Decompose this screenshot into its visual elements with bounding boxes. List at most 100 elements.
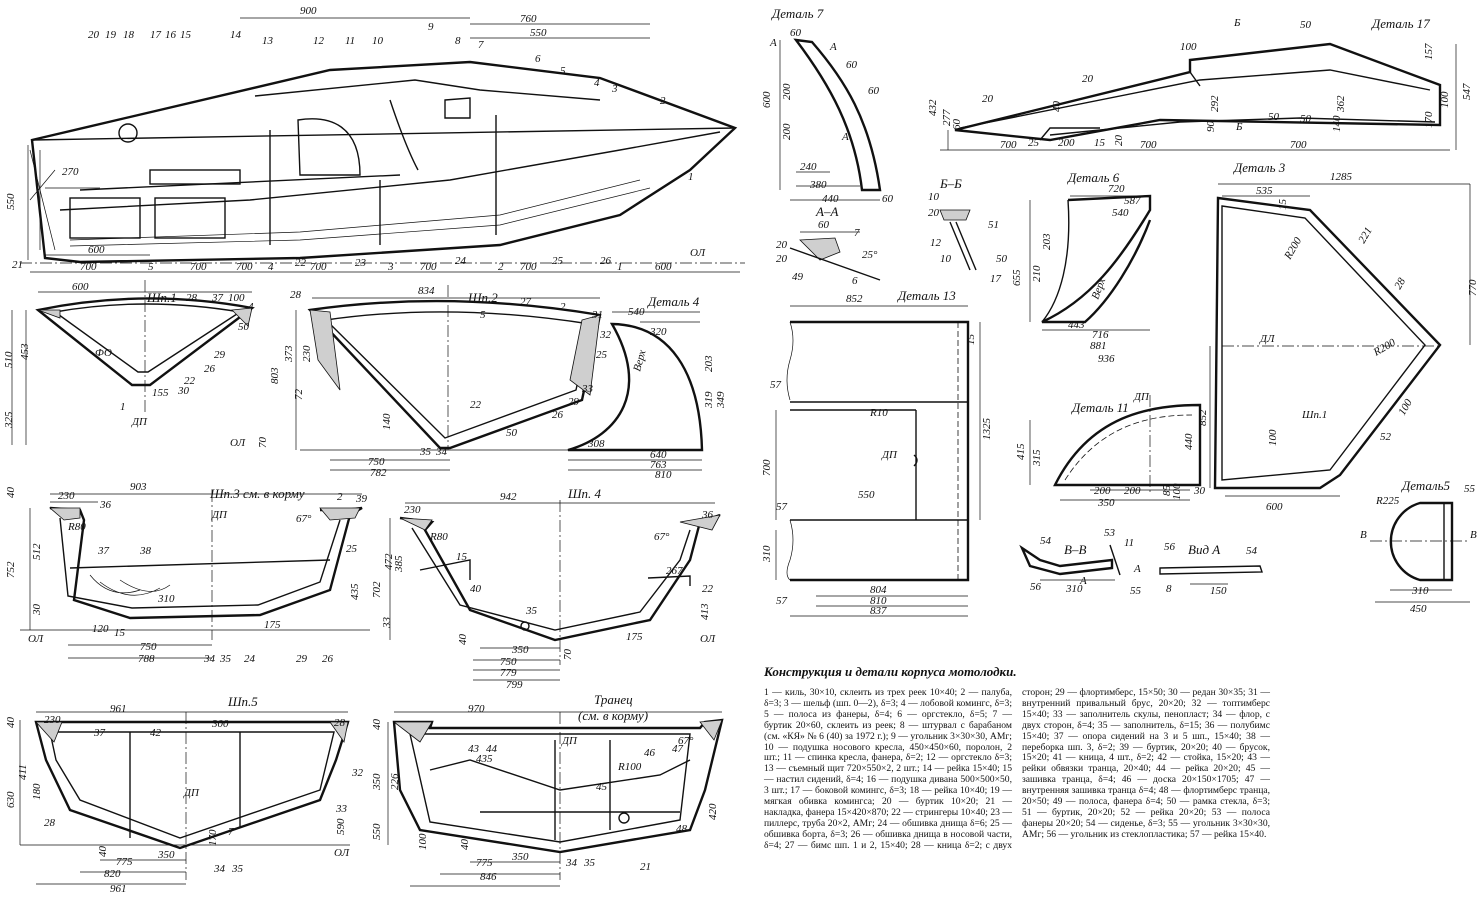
detail3-dim: 221	[1356, 225, 1375, 245]
frame-2-outline	[307, 299, 602, 450]
detail4-dim: 319	[703, 391, 715, 409]
chine-line	[59, 131, 721, 211]
frame1-callout: 4	[248, 301, 254, 313]
section-aa-title: А–А	[815, 204, 838, 219]
section-vv-dim: 150	[1210, 585, 1227, 597]
side-callout: 11	[345, 35, 355, 47]
transom-dim: 550	[371, 823, 383, 840]
transom-callout: 44	[486, 743, 498, 755]
detail6-title: Деталь 6	[1066, 170, 1120, 185]
detail11-dim: 85	[1161, 485, 1173, 497]
detail13-dim: 57	[776, 595, 788, 607]
detail17-dim: 15	[1094, 137, 1106, 149]
frame3-dim: 435	[349, 583, 361, 600]
view-a-profile	[1159, 565, 1263, 575]
side-callout: 8	[455, 35, 461, 47]
section-bb-callout: 10	[940, 253, 952, 265]
frame5-dim: 820	[104, 868, 121, 880]
sheer-line	[31, 127, 736, 141]
transom-callout: 34	[565, 857, 578, 869]
frame4-dim: 799	[506, 679, 523, 691]
side-callout: 24	[455, 255, 467, 267]
frame2-mark: 70	[257, 437, 269, 449]
side-callout: 19	[105, 29, 117, 41]
frame5-dim: 230	[44, 714, 61, 726]
section-bb-callout: 17	[990, 273, 1002, 285]
detail17-mark: Б	[1235, 121, 1243, 133]
frame2-callout: 29	[568, 396, 580, 408]
transom-dim: 40	[459, 839, 471, 851]
frame3-callout: 29	[296, 653, 308, 665]
frame5-dim: 180	[31, 783, 43, 800]
detail17-dim: 90	[1205, 121, 1217, 133]
legend-item: 7 — буртик 20×60, склеить из реек;	[764, 708, 1012, 731]
detail5-dim: 310	[1411, 585, 1429, 597]
frame3-dim: 310	[157, 593, 175, 605]
section-bb-callout: 12	[930, 237, 942, 249]
detail17-dim: 25	[1028, 137, 1040, 149]
frame5-callout: 32	[351, 767, 364, 779]
side-callout: 3	[611, 83, 618, 95]
frame3-dim: 750	[140, 641, 157, 653]
detail7-dim: 200	[781, 83, 793, 100]
frame2-mark: ОЛ	[230, 437, 246, 449]
detail-17-view: Деталь 17 100 50 432 277 20 40 292 362 5…	[927, 16, 1473, 151]
section-aa-callout: 6	[852, 275, 858, 287]
frame-1-view: 600 510 453 325 ФО Шп.1 28 37 100 4 50 2…	[3, 280, 255, 445]
side-dim: 270	[62, 166, 79, 178]
side-callout: 5	[560, 65, 566, 77]
frame2-title: Шп.2	[467, 290, 498, 305]
detail7-mark: А	[841, 131, 849, 143]
section-aa-dim: 60	[818, 219, 830, 231]
frame3-dim: 40	[5, 487, 17, 499]
side-dim: 700	[520, 261, 537, 273]
transom-callout: 47	[672, 743, 684, 755]
detail17-dim: 157	[1423, 43, 1435, 60]
legend-item: 5 — полоса из фанеры, δ=4;	[764, 708, 898, 720]
section-vv-profile	[1019, 544, 1114, 576]
windshield-line	[254, 79, 601, 101]
side-callout: 7	[478, 39, 484, 51]
detail5-dim: 450	[1410, 603, 1427, 615]
legend-item: 54 — сиденье, δ=3;	[1085, 817, 1169, 829]
frame2-dim: 140	[381, 413, 393, 430]
legend-item: 44 — рейка 20×20;	[1155, 763, 1246, 775]
frame3-dim: 512	[31, 543, 43, 560]
legend-item: 50 — рамка стекла, δ=3;	[1166, 796, 1270, 808]
frame5-dim: 350	[157, 849, 175, 861]
frame5-dim: 40	[97, 846, 109, 858]
frame3-callout: 38	[139, 545, 152, 557]
detail7-dim: 60	[790, 27, 802, 39]
legend-item: 35 — заполнитель, δ=15;	[1097, 719, 1205, 731]
frame5-dim: 961	[110, 883, 127, 895]
detail7-dim: 240	[800, 161, 817, 173]
side-dim: 700	[420, 261, 437, 273]
section-bb-profile	[939, 209, 971, 221]
section-vv-mark: Вид А	[1188, 542, 1220, 557]
transom-dim: R100	[617, 761, 642, 773]
detail7-title: Деталь 7	[770, 6, 824, 21]
frame4-dim: 942	[500, 491, 517, 503]
detail3-mark: ДЛ	[1259, 333, 1275, 345]
frame3-dim: 175	[264, 619, 281, 631]
frame2-dim: 803	[269, 367, 281, 384]
legend-item: 45 — зашивка транца, δ=4;	[1022, 763, 1271, 786]
detail17-dim: 50	[1268, 111, 1280, 123]
frame1-callout: 1	[120, 401, 126, 413]
frame2-dim: 373	[283, 345, 295, 363]
side-mark: ОЛ	[690, 247, 706, 259]
detail3-dim: 600	[1266, 501, 1283, 513]
detail-7-outline	[793, 38, 882, 192]
section-bb-callout: 51	[988, 219, 999, 231]
detail11-dim: 200	[1124, 485, 1141, 497]
frame1-dim: 510	[3, 351, 15, 368]
legend-item: 6 — оргстекло, δ=5;	[897, 708, 993, 720]
frame1-callout: 26	[204, 363, 216, 375]
side-callout: 13	[262, 35, 274, 47]
legend-item: 1 — киль, 30×10, склеить из трех реек 10…	[764, 687, 961, 698]
sofa-cushion	[149, 169, 241, 185]
frame4-dim: 40	[457, 634, 469, 646]
frame1-callout: 22	[184, 375, 196, 387]
